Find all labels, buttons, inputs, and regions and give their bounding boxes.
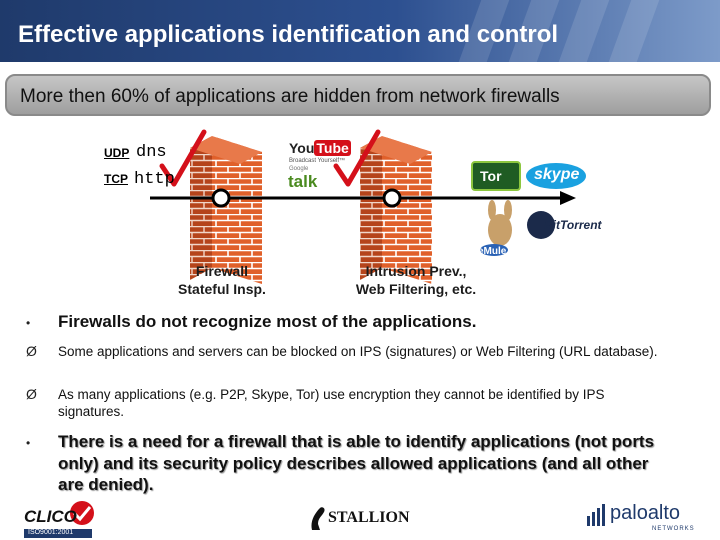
slide-title: Effective applications identification an… bbox=[18, 21, 559, 48]
slide-header: Effective applications identification an… bbox=[0, 0, 720, 62]
paloalto-networks-text: NETWORKS bbox=[652, 526, 695, 532]
subtitle-banner: More then 60% of applications are hidden… bbox=[5, 74, 711, 116]
firewall-wall-icon bbox=[190, 136, 262, 284]
youtube-tagline: Broadcast Yourself™ bbox=[289, 158, 346, 164]
tor-label: Tor bbox=[480, 168, 502, 184]
inspection-point-icon bbox=[382, 188, 402, 208]
header-decoration bbox=[608, 0, 660, 62]
emule-label: eMule bbox=[478, 246, 507, 257]
stallion-horse-icon bbox=[311, 507, 325, 530]
bullet-text: Some applications and servers can be blo… bbox=[58, 344, 658, 359]
dns-label: dns bbox=[136, 143, 167, 162]
paloalto-text: paloalto bbox=[610, 502, 681, 524]
bullet-arrow-icon: Ø bbox=[26, 343, 37, 359]
tor-logo-icon bbox=[471, 161, 521, 191]
banner-text: More then 60% of applications are hidden… bbox=[20, 86, 560, 107]
bullet-text: Firewalls do not recognize most of the a… bbox=[58, 312, 477, 331]
gtalk-logo: talk bbox=[288, 172, 318, 191]
diagram-graphics bbox=[150, 129, 586, 284]
arrow-head-icon bbox=[560, 191, 576, 205]
google-label: Google bbox=[289, 166, 309, 172]
firewall-label: Firewall Stateful Insp. bbox=[178, 263, 266, 297]
checkmark-icon bbox=[333, 129, 381, 187]
header-decoration bbox=[558, 0, 610, 62]
bullet-text: There is a need for a firewall that is a… bbox=[58, 432, 655, 494]
paloalto-icon bbox=[587, 504, 605, 526]
bullet-text: As many applications (e.g. P2P, Skype, T… bbox=[58, 387, 605, 419]
ips-wall-icon bbox=[360, 136, 432, 284]
paloalto-logo: paloalto NETWORKS bbox=[586, 500, 710, 536]
http-label: http bbox=[134, 170, 175, 189]
bullet-arrow-icon: Ø bbox=[26, 386, 37, 402]
youtube-tube: Tube bbox=[314, 140, 351, 156]
bittorrent-label: BitTorrent bbox=[544, 218, 602, 232]
clico-graphic bbox=[24, 501, 94, 538]
bullet-dot-icon: • bbox=[26, 436, 31, 450]
clico-logo: CLICO ISO9001:2001 bbox=[22, 498, 96, 538]
emule-logo-icon bbox=[480, 200, 512, 256]
youtube-you: You bbox=[289, 140, 315, 156]
checkmark-icon bbox=[159, 129, 207, 187]
bittorrent-logo-icon bbox=[527, 211, 555, 239]
tcp-label: TCP bbox=[104, 172, 128, 186]
udp-label: UDP bbox=[104, 146, 130, 160]
iso-text: ISO9001:2001 bbox=[28, 529, 74, 536]
skype-logo-icon bbox=[526, 163, 586, 189]
inspection-point-icon bbox=[211, 188, 231, 208]
skype-label: skype bbox=[534, 166, 580, 183]
clico-text: CLICO bbox=[24, 507, 77, 526]
stallion-logo: STALLION bbox=[308, 502, 410, 534]
ips-label: Intrusion Prev., Web Filtering, etc. bbox=[355, 263, 477, 297]
bullet-dot-icon: • bbox=[26, 316, 31, 330]
stallion-text: STALLION bbox=[328, 509, 410, 526]
